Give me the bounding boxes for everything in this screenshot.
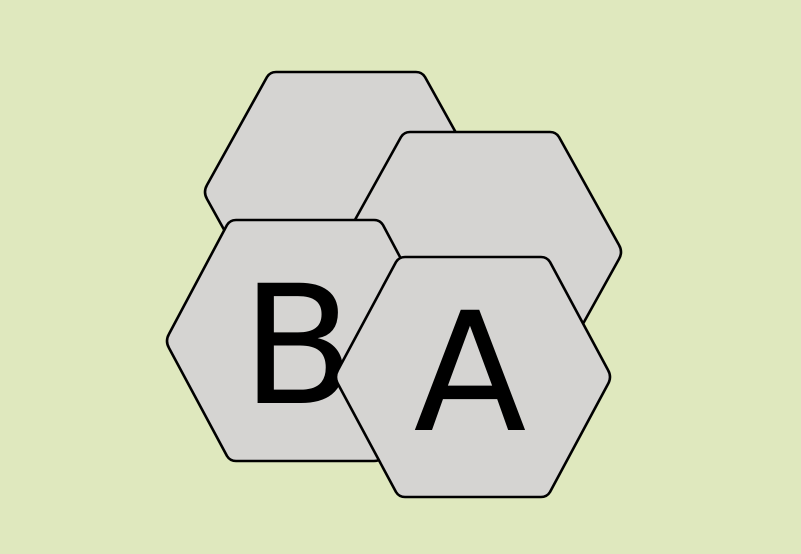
hexagon-label-b: B [241, 250, 354, 442]
hexagon-tile-front-right: A [334, 255, 612, 499]
hexagon-label-a: A [414, 277, 527, 469]
hexagon-shape [334, 255, 612, 499]
